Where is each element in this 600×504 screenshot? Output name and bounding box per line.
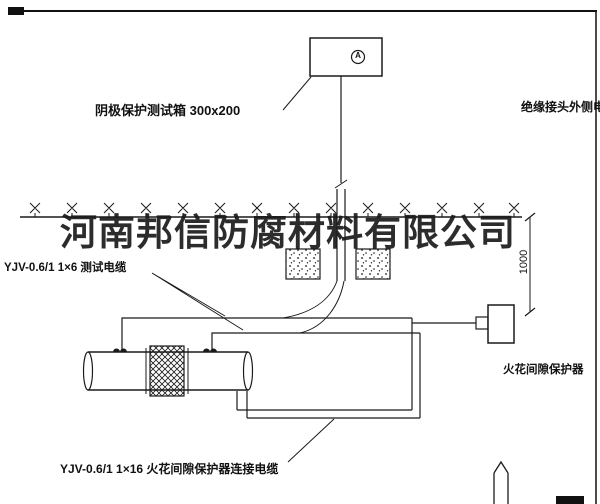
dimension-tick-bottom [524,307,536,317]
test-box-leader-line [282,76,312,111]
cable-run-2 [211,332,420,351]
test-cable-label: YJV-0.6/1 1×6 测试电缆 [4,262,127,274]
concrete-block-left [285,248,321,280]
spark-gap-device-label: 火花间隙保护器 [503,364,584,376]
test-box-label: 阴极保护测试箱 300x200 [95,103,241,118]
spark-gap-cable-run-2 [246,391,420,419]
spark-gap-device-neck [475,316,489,330]
company-watermark: 河南邦信防腐材料有限公司 [60,212,516,253]
depth-dimension-text: 1000 [518,249,530,275]
border-corner-tick-bottomright [556,496,584,504]
ammeter-circle-icon [350,49,366,65]
spark-gap-cable-run-1 [236,391,412,411]
pipe-riser-symbol [493,460,509,504]
ammeter-letter: A [355,51,361,60]
dimension-tick-top [524,212,536,222]
cable-run-1 [121,317,412,351]
ground-grade-marks [29,202,520,217]
border-corner-tick-topleft [8,7,24,15]
spark-gap-cable-leader-line [287,418,335,463]
test-cable-curve-2 [299,280,345,334]
spark-gap-device-body [487,304,515,344]
cable-weld-point-right [203,348,217,352]
test-cable-leader-lines [151,272,244,331]
pipe-end-left [82,351,94,391]
test-cable-curve-1 [282,280,338,319]
test-box [309,37,383,77]
riser-break-mark [334,179,348,189]
insulated-joint-outer-cable-label: 绝缘接头外侧电缆 [521,100,600,114]
concrete-block-right [355,248,391,280]
insulating-joint [149,345,185,397]
cable-weld-point-left [113,348,127,352]
spark-gap-cable-label: YJV-0.6/1 1×16 火花间隙保护器连接电缆 [60,462,279,476]
pipe-end-right [242,351,254,391]
